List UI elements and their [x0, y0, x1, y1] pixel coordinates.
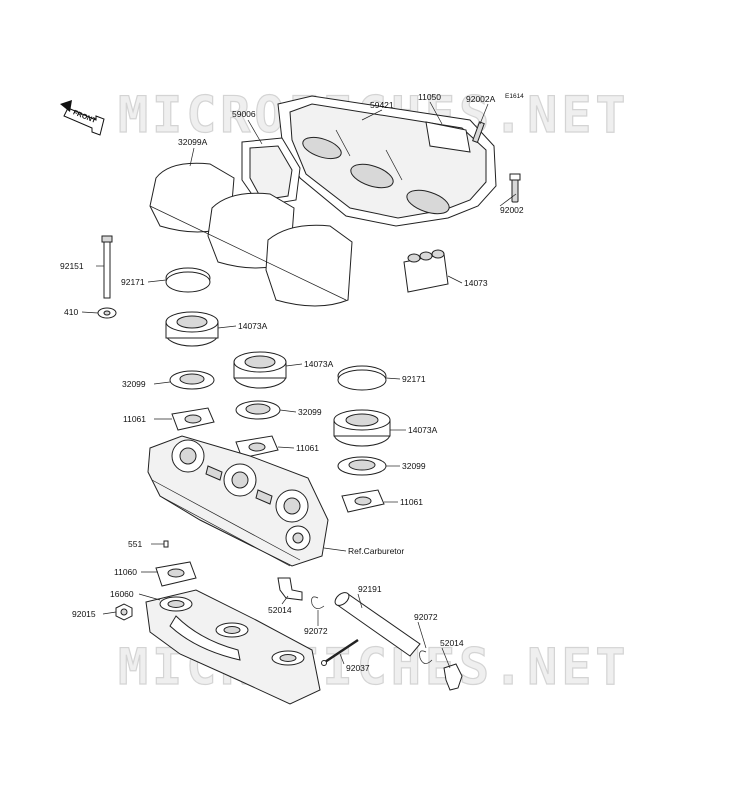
plate-11050 — [425, 121, 485, 153]
seal-32099-a — [169, 370, 215, 390]
air-filters-32099A — [149, 162, 353, 307]
label-92037: 92037 — [346, 663, 370, 673]
fitting-52014-a — [277, 577, 303, 601]
hose-92191 — [334, 592, 421, 657]
label-32099-c: 32099 — [402, 461, 426, 471]
label-14073A-c: 14073A — [408, 425, 438, 435]
seal-32099-c — [337, 456, 387, 476]
label-92002: 92002 — [500, 205, 524, 215]
label-59421: 59421 — [370, 100, 394, 110]
label-52014-a: 52014 — [268, 605, 292, 615]
label-32099-a: 32099 — [122, 379, 146, 389]
clamp-92171-a — [165, 267, 211, 293]
clip-92072-a — [311, 596, 325, 609]
label-551: 551 — [128, 539, 142, 549]
label-410: 410 — [64, 307, 78, 317]
label-16060: 16060 — [110, 589, 134, 599]
washer-410 — [97, 307, 117, 319]
front-arrow-icon: FRONT — [60, 100, 105, 136]
tie-92037 — [321, 638, 359, 666]
gasket-11061-b — [235, 435, 279, 459]
label-92171-a: 92171 — [121, 277, 145, 287]
gasket-11061-a — [171, 407, 215, 431]
seal-32099-b — [235, 400, 281, 420]
label-ref-carburetor: Ref.Carburetor — [348, 546, 404, 556]
funnel-14073A-a — [165, 311, 219, 347]
joint-14073 — [403, 249, 449, 293]
funnel-14073A-c — [333, 409, 391, 447]
carburetor-assembly — [147, 435, 329, 567]
manifold-16060 — [145, 589, 321, 705]
label-92072-a: 92072 — [304, 626, 328, 636]
leader-lines — [81, 101, 517, 669]
label-14073A-a: 14073A — [238, 321, 268, 331]
bolt-92151 — [101, 235, 113, 299]
pin-551 — [163, 540, 169, 548]
label-14073: 14073 — [464, 278, 488, 288]
gasket-11060 — [155, 561, 197, 587]
label-52014-b: 52014 — [440, 638, 464, 648]
funnel-14073A-b — [233, 351, 287, 389]
label-92171-b: 92171 — [402, 374, 426, 384]
label-32099A: 32099A — [178, 137, 208, 147]
ref-code-label: E1614 — [505, 93, 524, 100]
clip-92072-b — [419, 650, 433, 664]
label-92015: 92015 — [72, 609, 96, 619]
label-32099-b: 32099 — [298, 407, 322, 417]
label-92072-b: 92072 — [414, 612, 438, 622]
label-14073A-b: 14073A — [304, 359, 334, 369]
label-11061-b: 11061 — [296, 443, 319, 453]
gasket-11061-c — [341, 489, 385, 513]
label-92191: 92191 — [358, 584, 382, 594]
clamp-92171-b — [337, 365, 387, 391]
label-92151: 92151 — [60, 261, 84, 271]
nut-92015 — [115, 603, 133, 621]
label-11060: 11060 — [114, 567, 137, 577]
fitting-52014-b — [443, 663, 463, 691]
label-11050: 11050 — [418, 92, 441, 102]
gasket-59006 — [241, 137, 301, 207]
label-59006: 59006 — [232, 109, 256, 119]
bolt-92002 — [509, 173, 521, 203]
label-11061-a: 11061 — [123, 414, 146, 424]
label-92002A: 92002A — [466, 94, 496, 104]
part-labels: E1614 59006 59421 11050 92002A 32099A 92… — [60, 92, 524, 673]
label-11061-c: 11061 — [400, 497, 423, 507]
